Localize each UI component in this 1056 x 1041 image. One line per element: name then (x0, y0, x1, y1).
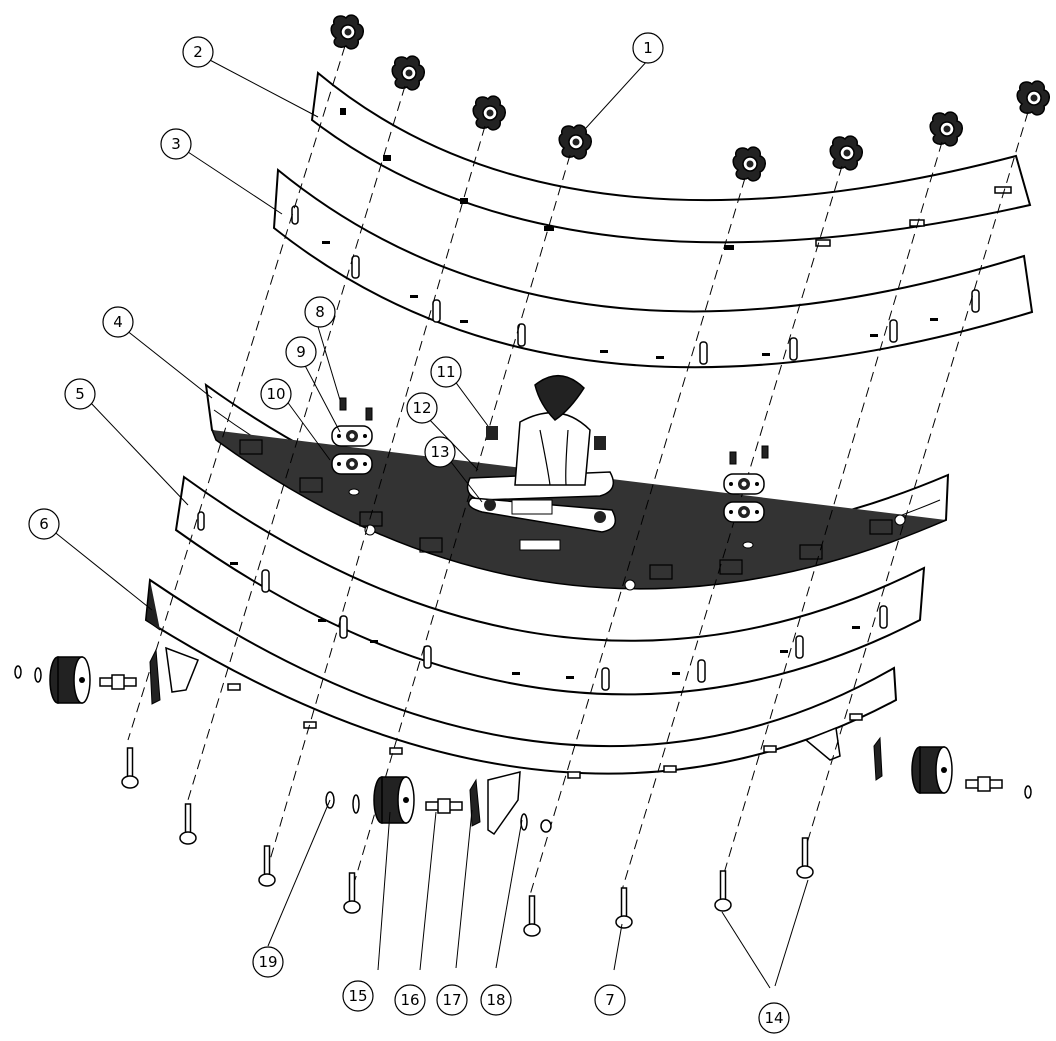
svg-text:15: 15 (348, 987, 367, 1005)
callout-4: 4 (102, 306, 134, 338)
blade-strip-3 (272, 168, 1034, 369)
callout-1: 1 (632, 32, 664, 64)
callout-7: 7 (594, 984, 626, 1016)
callout-16: 16 (394, 984, 426, 1016)
svg-text:18: 18 (486, 991, 505, 1009)
assembly-lines (127, 45, 1029, 896)
svg-text:3: 3 (171, 135, 181, 153)
callout-2: 2 (182, 36, 214, 68)
blade-strip-6 (144, 578, 898, 779)
svg-text:1: 1 (643, 39, 653, 57)
callout-12: 12 (406, 392, 438, 424)
pins (121, 747, 814, 937)
leader-lines (51, 57, 809, 989)
callout-10: 10 (260, 378, 292, 410)
mount-plates (331, 397, 769, 549)
callout-15: 15 (342, 980, 374, 1012)
callout-13: 13 (424, 436, 456, 468)
svg-text:13: 13 (430, 443, 449, 461)
svg-text:7: 7 (605, 991, 615, 1009)
callout-17: 17 (436, 984, 468, 1016)
svg-text:8: 8 (315, 303, 325, 321)
callout-11: 11 (430, 356, 462, 388)
svg-text:9: 9 (296, 343, 306, 361)
blade-strip-2 (310, 71, 1032, 250)
svg-text:14: 14 (764, 1009, 783, 1027)
svg-text:10: 10 (266, 385, 285, 403)
callout-14: 14 (758, 1002, 790, 1034)
svg-text:6: 6 (39, 515, 49, 533)
svg-text:17: 17 (442, 991, 461, 1009)
svg-text:16: 16 (400, 991, 419, 1009)
callout-19: 19 (252, 946, 284, 978)
svg-text:4: 4 (113, 313, 123, 331)
callout-9: 9 (285, 336, 317, 368)
svg-text:5: 5 (75, 385, 85, 403)
blade-strip-5 (174, 475, 926, 696)
callout-8: 8 (304, 296, 336, 328)
callout-5: 5 (64, 378, 96, 410)
callout-6: 6 (28, 508, 60, 540)
callout-3: 3 (160, 128, 192, 160)
wheel-assemblies (14, 648, 1032, 836)
svg-text:12: 12 (412, 399, 431, 417)
handle-bracket (466, 375, 617, 551)
svg-text:11: 11 (436, 363, 455, 381)
callout-18: 18 (480, 984, 512, 1016)
svg-text:19: 19 (258, 953, 277, 971)
svg-text:2: 2 (193, 43, 203, 61)
